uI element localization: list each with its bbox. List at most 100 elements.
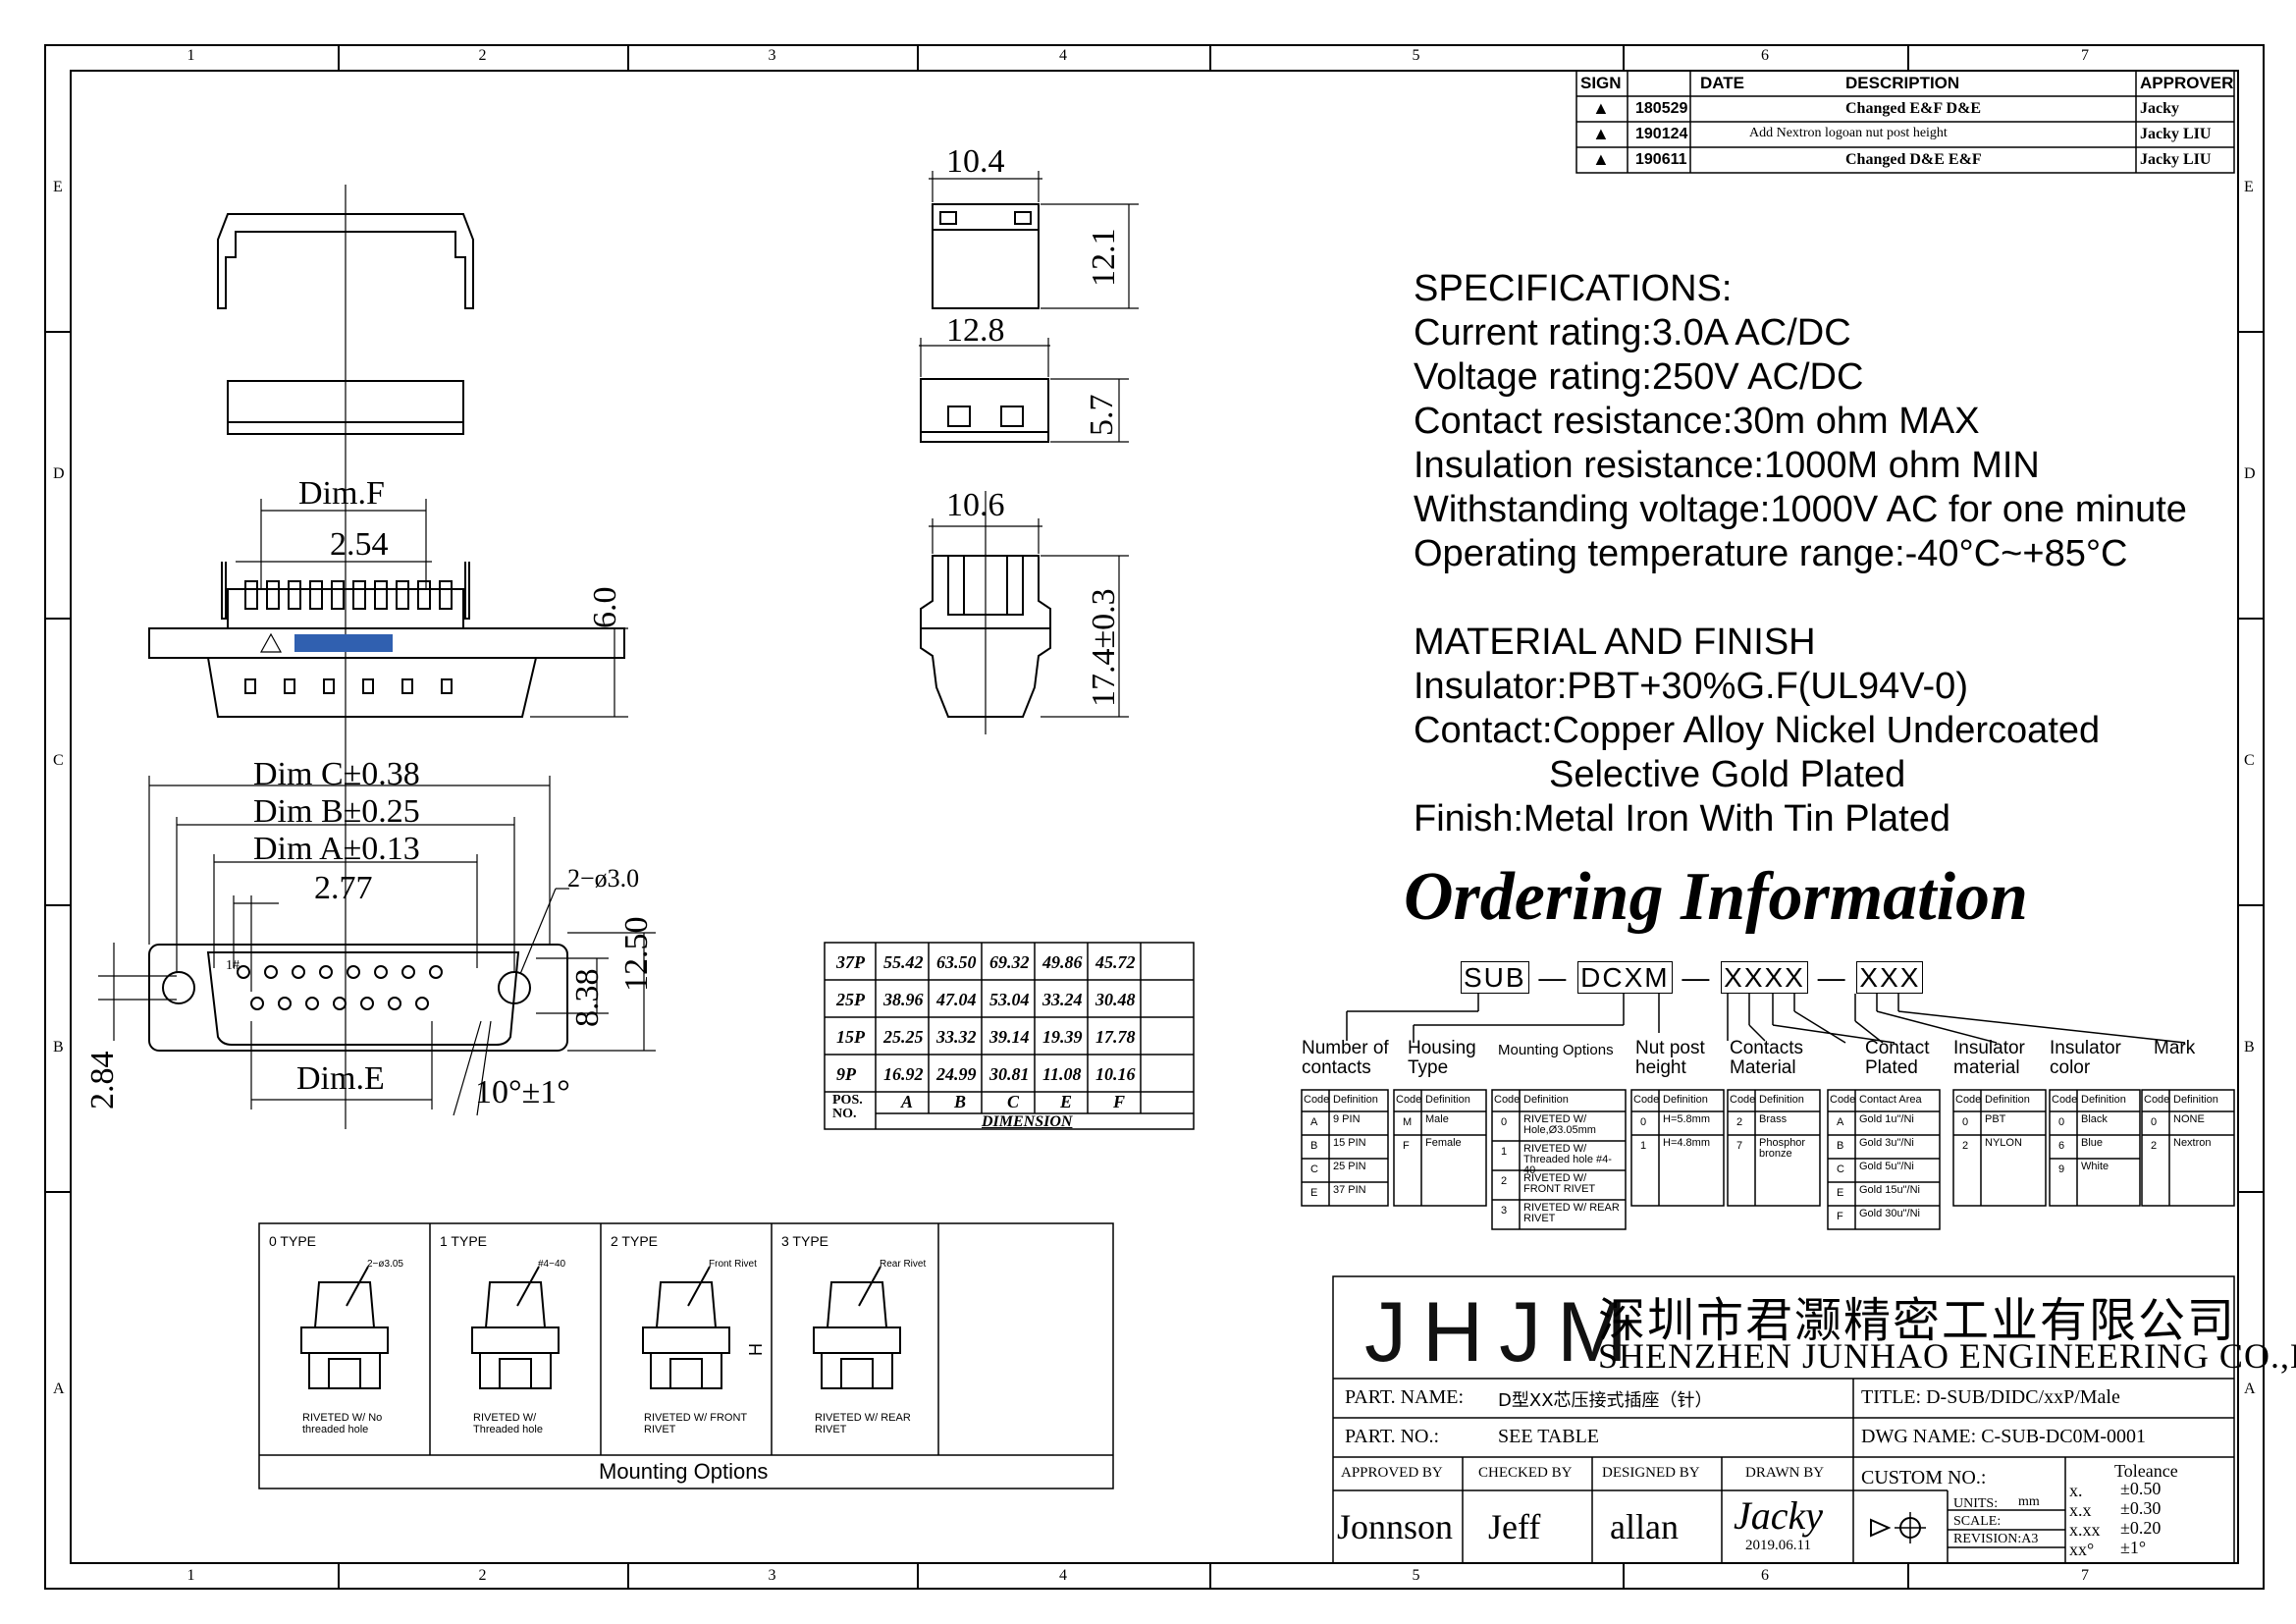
order-code-header: Code — [2052, 1094, 2078, 1106]
contact-pin — [417, 580, 431, 610]
tolerance-value: ±0.30 — [2120, 1498, 2162, 1518]
mount-flange — [813, 1326, 901, 1354]
code-part-xxxx: XXXX — [1721, 961, 1808, 994]
material-line: Contact:Copper Alloy Nickel Undercoated — [1414, 710, 2101, 751]
revision-description: Changed E&F D&E — [1845, 100, 1982, 117]
tolerance-key: xx° — [2069, 1540, 2095, 1559]
order-table-frame — [1827, 1089, 1941, 1230]
order-option-definition: RIVETED W/ Threaded hole #4-40 — [1523, 1143, 1612, 1176]
pin-hole — [319, 965, 333, 979]
order-option-definition: 25 PIN — [1333, 1161, 1366, 1172]
order-definition-header: Contact Area — [1859, 1094, 1922, 1106]
height-57-label: 5.7 — [1084, 394, 1120, 437]
order-option-code: A — [1310, 1116, 1318, 1128]
grid-row-label-left: C — [53, 752, 64, 769]
dimension-table-cell: 49.86 — [1042, 952, 1083, 972]
mounting-type-note: Rear Rivet — [880, 1259, 927, 1270]
pin-hole — [250, 997, 264, 1010]
order-option-code: E — [1310, 1187, 1318, 1199]
order-option-code: B — [1310, 1140, 1318, 1152]
grid-column-label-bottom: 1 — [187, 1567, 195, 1584]
spec-line: Insulation resistance:1000M ohm MIN — [1414, 445, 2040, 486]
dim-e-label: Dim.E — [296, 1060, 385, 1097]
contact-pin — [244, 580, 258, 610]
dimension-table-cell: 30.81 — [989, 1064, 1030, 1084]
part-name-value: D型XX芯压接式插座（针） — [1498, 1390, 1713, 1411]
material-line: Insulator:PBT+30%G.F(UL94V-0) — [1414, 666, 1968, 707]
order-option-code: F — [1837, 1211, 1843, 1222]
drawn-date: 2019.06.11 — [1745, 1538, 1811, 1553]
dim-b-label: Dim B±0.25 — [253, 793, 420, 830]
order-option-definition: 15 PIN — [1333, 1137, 1366, 1149]
order-option-code: 9 — [2058, 1164, 2065, 1175]
order-option-code: B — [1837, 1140, 1844, 1152]
order-code: SUB — DCXM — XXXX — XXX — [1461, 961, 1924, 994]
dimension-table-cell: 69.32 — [989, 952, 1030, 972]
pin-hole — [388, 997, 401, 1010]
order-option-definition: White — [2081, 1161, 2109, 1172]
dimension-table-cell: 30.48 — [1095, 990, 1136, 1009]
dimension-table-cell: 33.32 — [936, 1027, 977, 1047]
revision-table — [1575, 70, 2235, 174]
order-option-definition: NYLON — [1985, 1137, 2022, 1149]
scale-label: SCALE: — [1953, 1514, 2002, 1529]
order-option-code: 3 — [1501, 1205, 1508, 1217]
company-name-en: SHENZHEN JUNHAO ENGINEERING CO.,LTD — [1598, 1336, 2296, 1376]
mounting-h-dimension: H — [746, 1343, 766, 1356]
grid-column-label-top: 3 — [768, 47, 776, 64]
drawn-by-signature: Jacky — [1734, 1493, 1824, 1538]
grid-column-label-bottom: 4 — [1059, 1567, 1067, 1584]
connector-side-view — [148, 562, 625, 718]
width-128-label: 12.8 — [946, 312, 1005, 349]
dimension-pos-label: POS. NO. — [832, 1093, 863, 1121]
mount-flange — [300, 1326, 389, 1354]
order-option-definition: RIVETED W/ Hole,Ø3.05mm — [1523, 1113, 1596, 1136]
mount-leader — [687, 1266, 711, 1307]
order-option-definition: RIVETED W/ FRONT RIVET — [1523, 1172, 1596, 1195]
order-option-code: C — [1310, 1164, 1318, 1175]
pin-hole — [401, 965, 415, 979]
contact-pin — [288, 580, 301, 610]
pin-slot — [244, 678, 256, 694]
dimension-table-cell: 37P — [836, 952, 865, 972]
order-group-label: Insulator material — [1953, 1038, 2025, 1078]
dimension-table-cell: 17.78 — [1095, 1027, 1136, 1047]
order-option-definition: Blue — [2081, 1137, 2104, 1149]
order-group-label: Mounting Options — [1498, 1042, 1614, 1058]
pin-hole — [347, 965, 360, 979]
specifications-heading: SPECIFICATIONS: — [1414, 268, 1733, 309]
order-option-code: 0 — [2151, 1116, 2158, 1128]
mounting-type-title: 2 TYPE — [611, 1233, 658, 1249]
pin-hole — [429, 965, 443, 979]
mount-flange — [642, 1326, 730, 1354]
rev-header-approver: APPROVER — [2140, 74, 2234, 92]
order-option-code: M — [1403, 1116, 1413, 1128]
order-option-definition: Gold 30u"/Ni — [1859, 1208, 1920, 1219]
revision-sign-icon: ▲ — [1592, 98, 1610, 118]
dimension-table-grid — [824, 942, 1195, 1130]
dimension-column-label: F — [1113, 1092, 1126, 1111]
contact-pin — [331, 580, 345, 610]
company-logo: JHJM — [1364, 1285, 1643, 1380]
dimension-table-cell: 45.72 — [1095, 952, 1136, 972]
tolerance-value: ±0.20 — [2120, 1518, 2162, 1538]
mounting-type-note: Front Rivet — [709, 1259, 757, 1270]
order-definition-header: Definition — [1425, 1094, 1470, 1106]
grid-column-label-top: 2 — [478, 47, 487, 64]
dimension-table-cell: 11.08 — [1042, 1064, 1082, 1084]
order-table-frame — [1491, 1089, 1627, 1230]
tolerance-key: x.xx — [2069, 1520, 2101, 1540]
order-definition-header: Definition — [1759, 1094, 1804, 1106]
mount-insert — [328, 1358, 361, 1389]
pitch-label: 2.54 — [330, 526, 389, 563]
grid-row-label-right: D — [2244, 465, 2256, 482]
rev-header-description: DESCRIPTION — [1845, 74, 1960, 92]
grid-row-label-right: A — [2244, 1380, 2256, 1397]
order-table-frame — [1630, 1089, 1725, 1207]
width-106-label: 10.6 — [946, 487, 1005, 523]
grid-ticks — [45, 45, 2264, 1589]
mount-leader — [858, 1266, 881, 1307]
order-code-header: Code — [1955, 1094, 1982, 1106]
order-group-label: Nut post height — [1635, 1038, 1705, 1078]
